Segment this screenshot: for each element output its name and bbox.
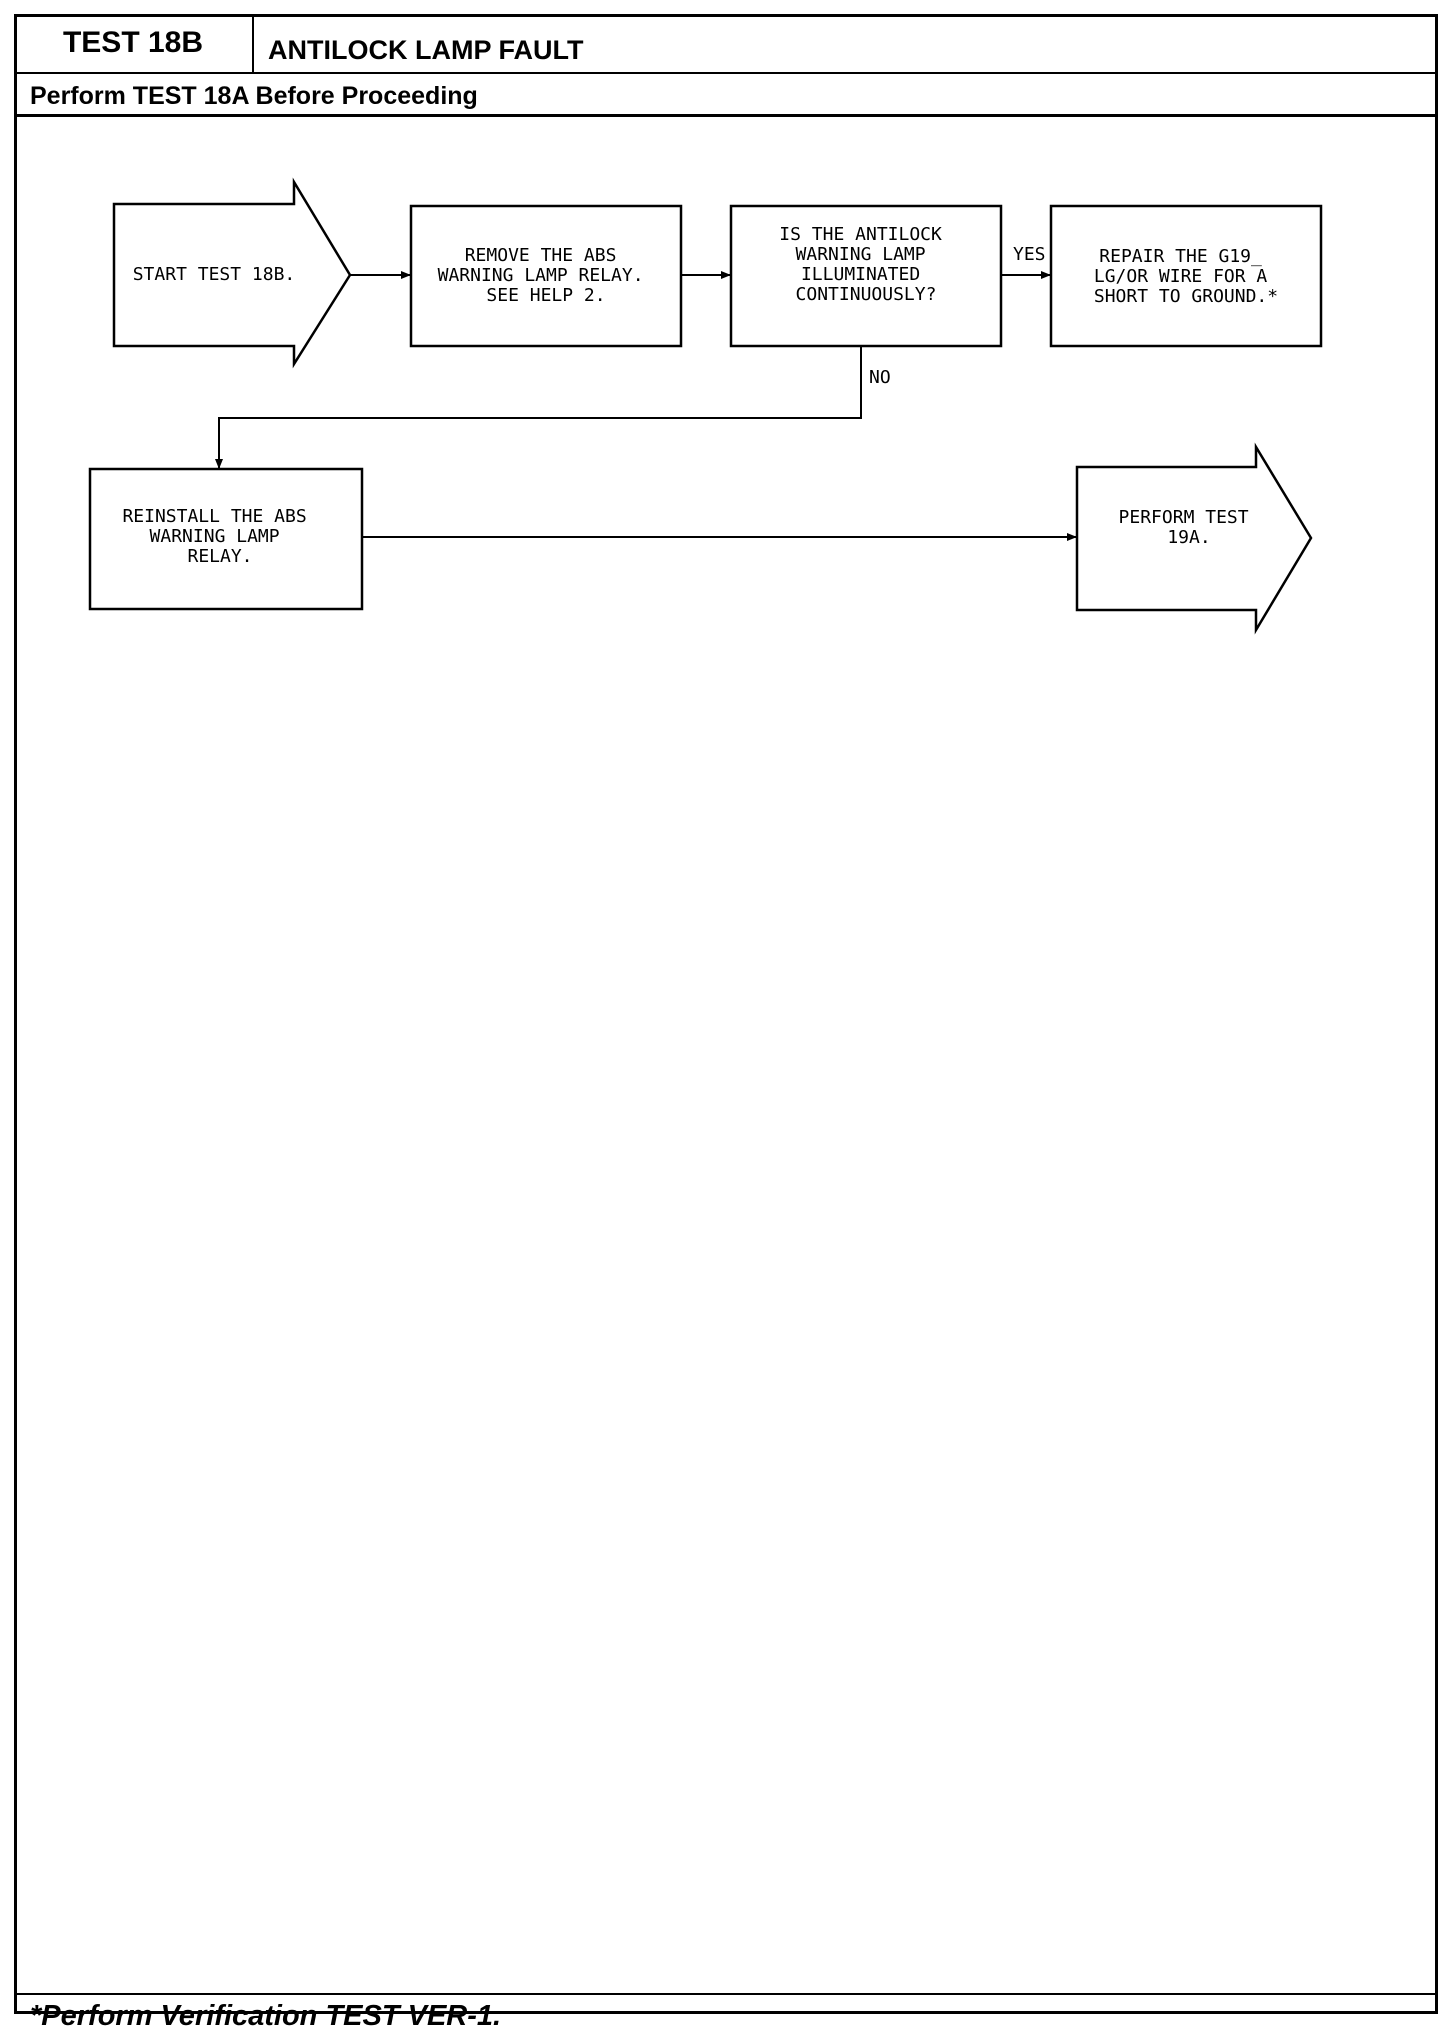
connector-no [215, 346, 862, 469]
next-test-shape [1075, 442, 1313, 635]
flowchart: START TEST 18B. REMOVE THE ABS WARNING L… [88, 177, 1323, 635]
footer-note: *Perform Verification TEST VER-1. [30, 1999, 502, 2032]
step-remove-text: REMOVE THE ABS WARNING LAMP RELAY. SEE H… [438, 245, 655, 306]
yes-label: YES [1013, 244, 1046, 265]
subheader-divider [14, 114, 1438, 117]
reinstall-box [88, 467, 364, 611]
reinstall-text: REINSTALL THE ABS WARNING LAMP RELAY. [122, 506, 317, 567]
start-shape [112, 177, 352, 369]
repair-text: REPAIR THE G19_ LG/OR WIRE FOR A SHORT T… [1094, 246, 1278, 307]
start-text: START TEST 18B. [133, 264, 296, 285]
next-test-text: PERFORM TEST 19A. [1119, 507, 1260, 548]
prerequisite-note: Perform TEST 18A Before Proceeding [30, 81, 478, 110]
footer-divider [14, 1993, 1438, 1995]
test-id: TEST 18B [14, 14, 254, 72]
repair-box [1049, 204, 1323, 348]
header-divider [14, 72, 1438, 74]
no-label: NO [869, 367, 891, 388]
step-remove-box [409, 204, 683, 348]
page-frame [14, 14, 1438, 2014]
question-text: IS THE ANTILOCK WARNING LAMP ILLUMINATED… [779, 224, 952, 305]
page-title: ANTILOCK LAMP FAULT [268, 34, 584, 65]
